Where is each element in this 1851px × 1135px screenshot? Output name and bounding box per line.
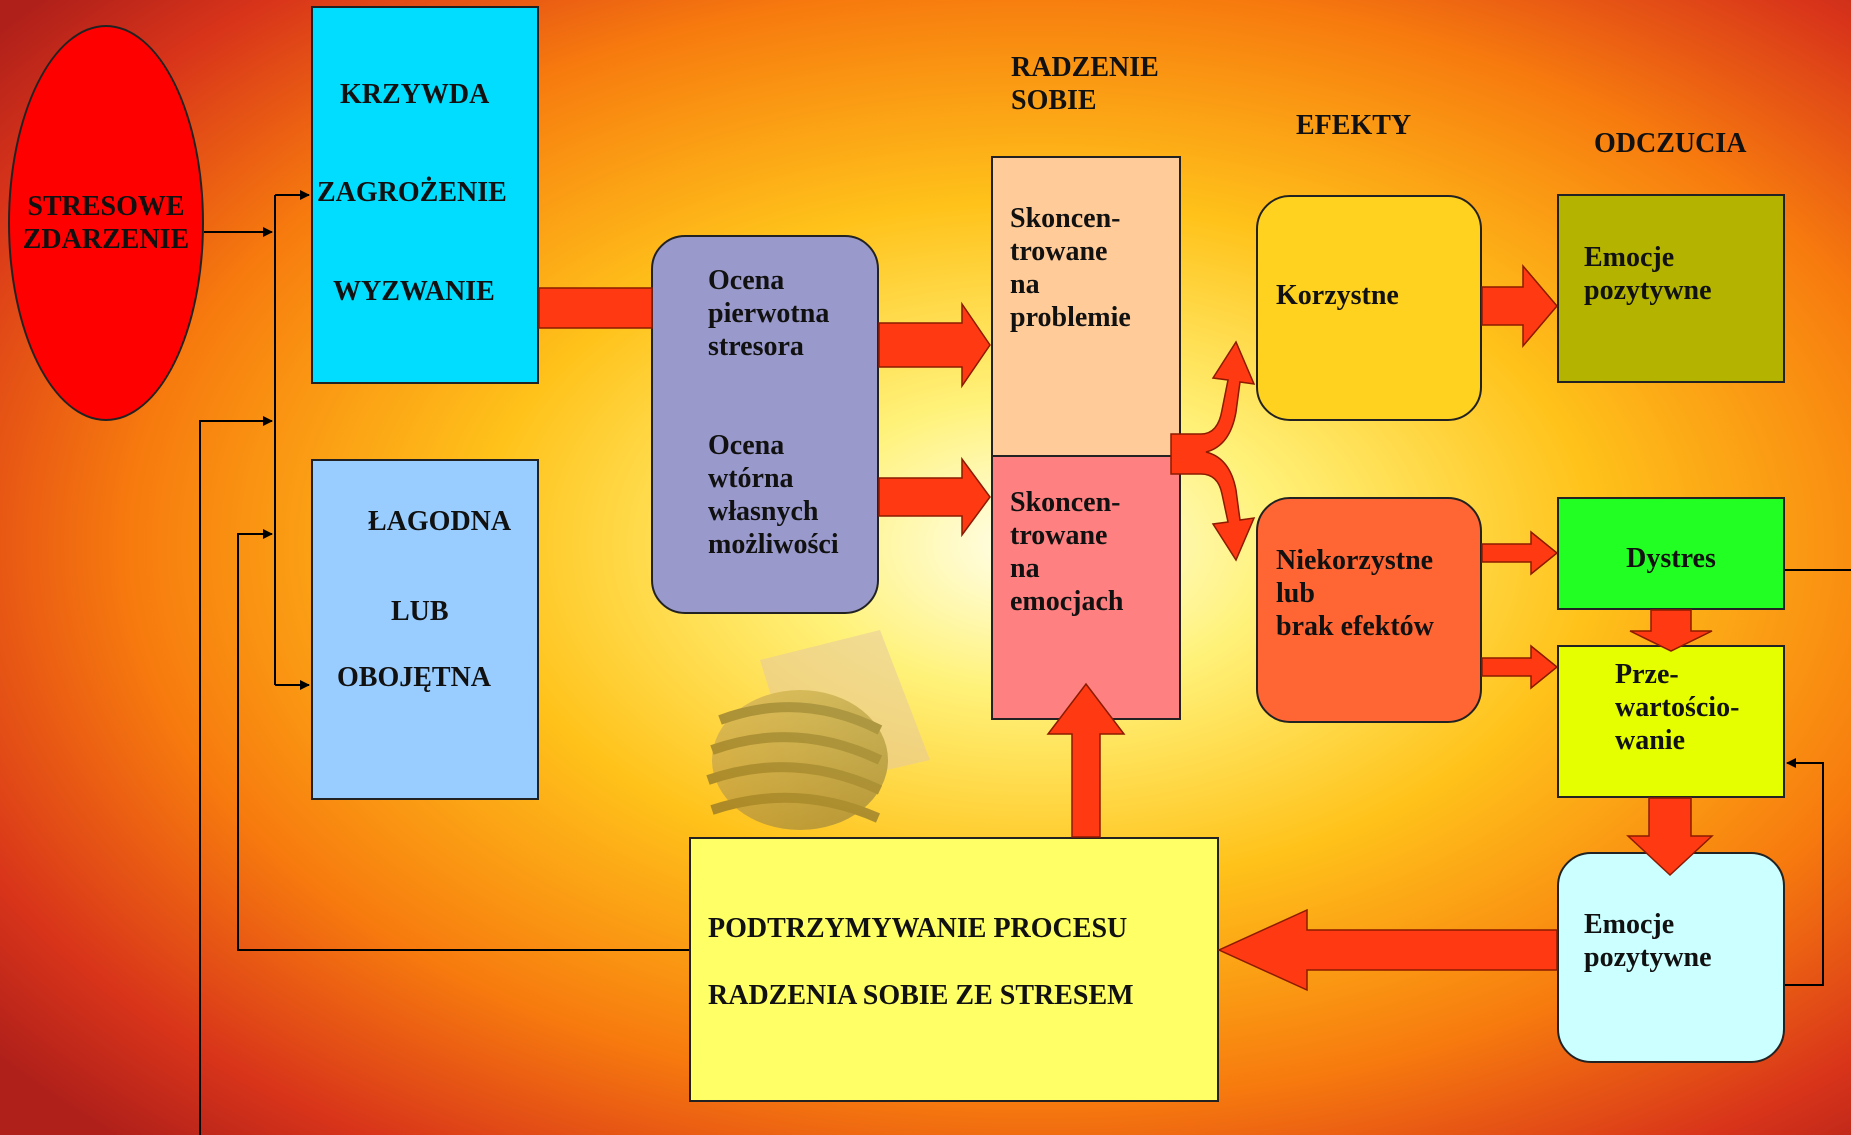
sustain-label-line1: PODTRZYMYWANIE PROCESU <box>708 913 1128 944</box>
distress-label: Dystres <box>1626 543 1716 574</box>
sustain-feedback-line <box>237 529 689 951</box>
stressful-event-oval <box>8 25 204 421</box>
benign-label: ŁAGODNA <box>368 506 512 537</box>
reappraisal-box <box>1557 645 1785 798</box>
positive-emotions-bottom-label: Emocje pozytywne <box>1584 909 1712 973</box>
favorable-to-emotions-arrow <box>1481 263 1558 349</box>
unfavorable-box <box>1256 497 1482 723</box>
challenge-label: WYZWANIE <box>333 276 495 307</box>
effects-header: EFEKTY <box>1296 110 1412 141</box>
coping-split-arrow <box>1170 340 1256 562</box>
emotion-focused-label: Skoncen- trowane na emocjach <box>1010 487 1124 617</box>
or-label: LUB <box>391 596 449 627</box>
harm-label: KRZYWDA <box>340 79 490 110</box>
reappraisal-label: Prze- wartościo- wanie <box>1615 659 1740 756</box>
bulb-base-illustration <box>706 630 930 830</box>
coping-header: RADZENIE SOBIE <box>1011 52 1159 116</box>
sustain-to-emotion-focused-arrow <box>1046 682 1126 838</box>
distress-to-reappraisal-arrow <box>1629 609 1713 652</box>
emotion-focused-box <box>991 455 1181 720</box>
favorable-box <box>1256 195 1482 421</box>
positive-emotions-top-box <box>1557 194 1785 383</box>
appraisal-box <box>651 235 879 614</box>
emotions-to-sustain-arrow <box>1217 908 1558 992</box>
unfavorable-to-distress-arrow <box>1481 530 1559 576</box>
positive-emotions-top-label: Emocje pozytywne <box>1584 242 1712 306</box>
appraisal-to-problem-arrow <box>878 301 991 389</box>
unfavorable-to-reappraisal-arrow <box>1481 644 1559 690</box>
positive-emotions-bottom-box <box>1557 852 1785 1063</box>
primary-appraisal-label: Ocena pierwotna stresora <box>708 265 830 362</box>
indifferent-label: OBOJĘTNA <box>337 662 492 693</box>
stressful-event-label: STRESOWE ZDARZENIE <box>22 191 190 255</box>
reappraisal-to-emotions-arrow <box>1626 797 1714 877</box>
unfavorable-label: Niekorzystne lub brak efektów <box>1276 545 1434 642</box>
right-loop-line <box>1785 758 1824 986</box>
stressful-appraisal-box <box>311 6 539 384</box>
favorable-label: Korzystne <box>1276 280 1399 311</box>
sustain-label-line2: RADZENIA SOBIE ZE STRESEM <box>708 980 1134 1011</box>
benign-appraisal-box <box>311 459 539 800</box>
sustain-coping-box <box>689 837 1219 1102</box>
problem-focused-label: Skoncen- trowane na problemie <box>1010 203 1131 333</box>
appraisal-to-emotion-arrow <box>878 456 991 538</box>
problem-focused-box <box>991 156 1181 457</box>
threat-label: ZAGROŻENIE <box>317 177 507 208</box>
distress-box <box>1557 497 1785 610</box>
left-feedback-line <box>199 416 273 1135</box>
feelings-header: ODCZUCIA <box>1594 128 1747 159</box>
cyan-to-appraisal-band <box>538 287 653 329</box>
secondary-appraisal-label: Ocena wtórna własnych możliwości <box>708 430 839 560</box>
